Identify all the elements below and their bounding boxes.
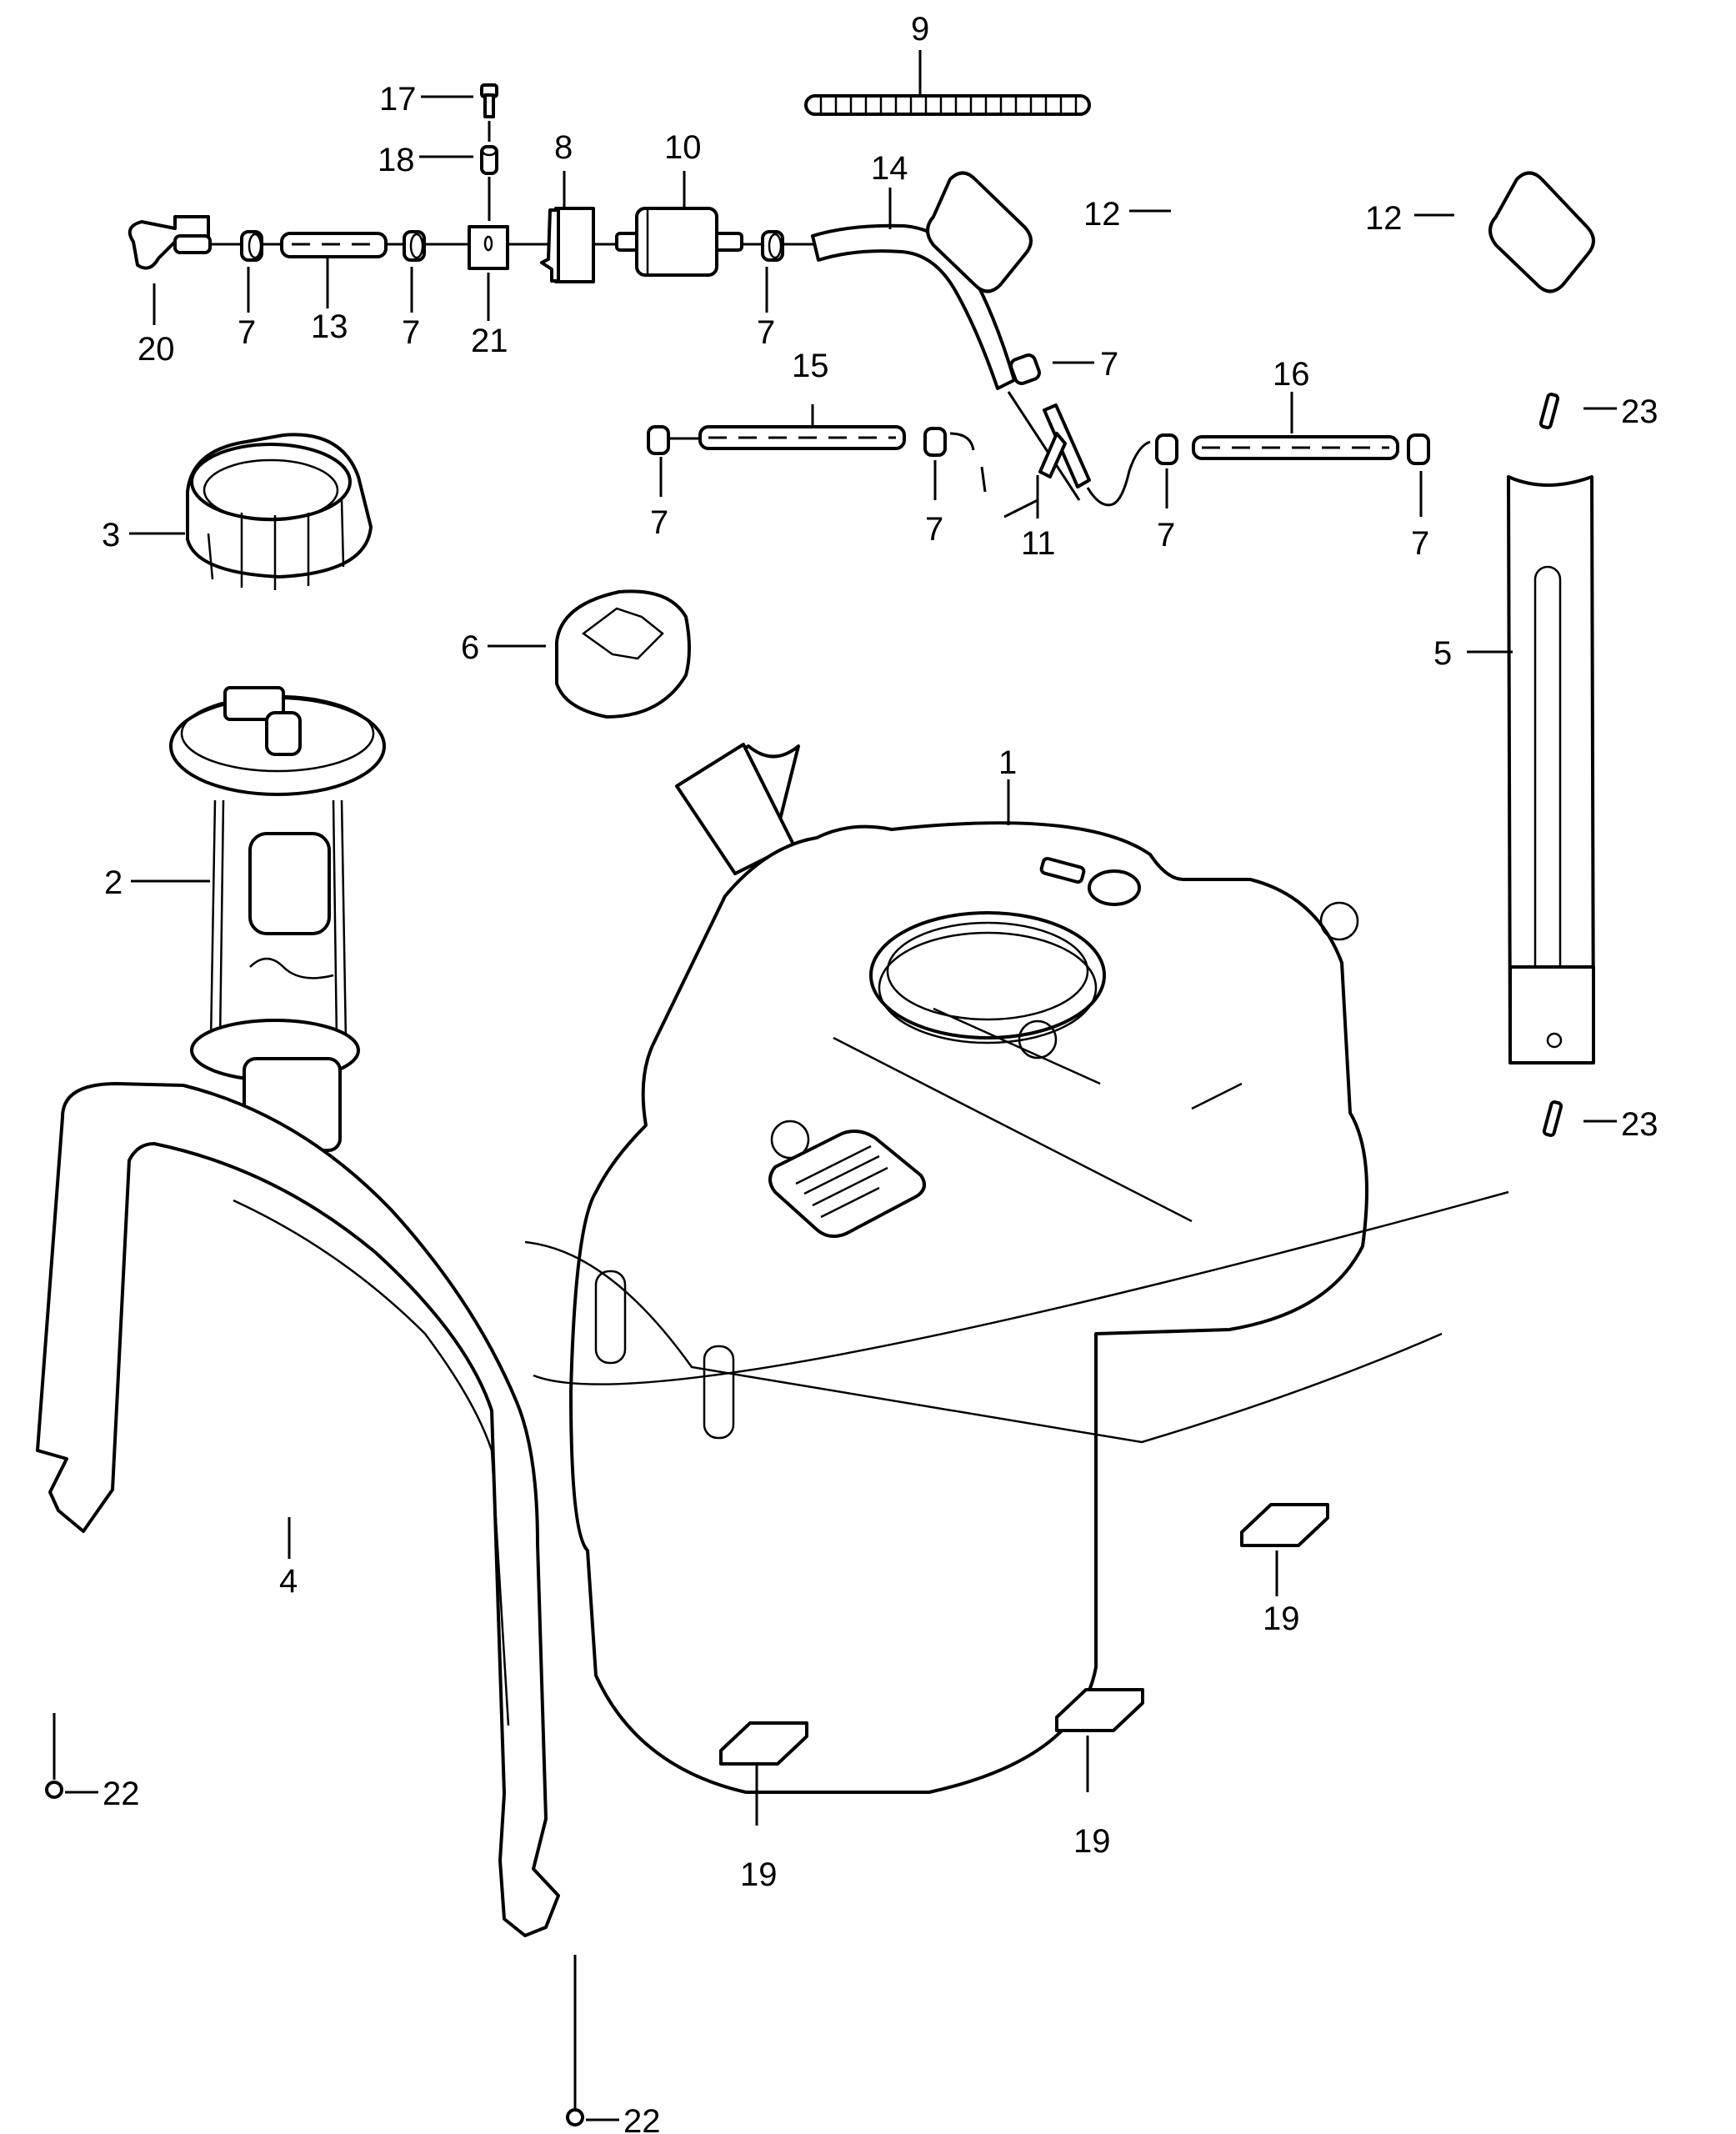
tank-label-plate <box>768 1129 926 1239</box>
callout-22b[interactable]: 22 <box>623 2103 661 2134</box>
callout-22a[interactable]: 22 <box>103 1776 140 1812</box>
hose-clamp-part[interactable] <box>761 230 784 262</box>
callout-10[interactable]: 10 <box>664 129 702 166</box>
nut-22-part[interactable] <box>566 2108 584 2126</box>
callout-4[interactable]: 4 <box>279 1563 298 1600</box>
hose-16-part[interactable] <box>1155 433 1430 465</box>
fuel-pump-module-2-part[interactable] <box>169 686 386 1152</box>
hose-15-part[interactable] <box>647 425 947 457</box>
callout-8[interactable]: 8 <box>554 129 573 166</box>
pad-12-part[interactable] <box>926 171 1033 293</box>
callout-17[interactable]: 17 <box>379 81 417 118</box>
nut-22-part[interactable] <box>45 1781 63 1799</box>
pad-12-part[interactable] <box>1488 171 1595 293</box>
hose-clamp-part[interactable] <box>403 230 426 262</box>
clip-21-part[interactable] <box>468 225 509 270</box>
callout-19c[interactable]: 19 <box>740 1856 778 1893</box>
callout-7f[interactable]: 7 <box>925 511 943 548</box>
callout-16[interactable]: 16 <box>1273 356 1310 393</box>
callout-1[interactable]: 1 <box>998 744 1017 781</box>
callout-2[interactable]: 2 <box>104 864 123 901</box>
fuel-tank-1-part[interactable] <box>524 743 1509 1794</box>
callout-14[interactable]: 14 <box>871 150 908 187</box>
callout-9[interactable]: 9 <box>911 11 929 48</box>
rubber-pad-19-part[interactable] <box>719 1721 808 1766</box>
fuel-hose-13-part[interactable] <box>280 232 388 258</box>
callout-7c[interactable]: 7 <box>757 314 775 351</box>
callout-12a[interactable]: 12 <box>1083 196 1121 233</box>
hose-clamp-part[interactable] <box>1407 433 1430 465</box>
bolt-17-part[interactable] <box>480 83 498 118</box>
tank-strap-bracket-5-part[interactable] <box>1507 475 1595 1064</box>
filter-bracket-8-part[interactable] <box>540 207 595 283</box>
hose-clamp-part[interactable] <box>923 427 947 457</box>
bolt-23-part[interactable] <box>1542 1100 1563 1137</box>
callout-labels: 17 18 8 10 9 14 12 12 20 7 13 7 21 7 7 1… <box>102 11 1658 2134</box>
callout-11[interactable]: 11 <box>1021 525 1056 562</box>
callout-7a[interactable]: 7 <box>238 314 256 351</box>
fuel-filter-10-part[interactable] <box>615 207 743 277</box>
callout-5[interactable]: 5 <box>1433 635 1452 672</box>
callout-6[interactable]: 6 <box>461 629 479 666</box>
corrugated-sleeve-9-part[interactable] <box>804 94 1091 116</box>
callout-23b[interactable]: 23 <box>1621 1106 1658 1143</box>
callout-12b[interactable]: 12 <box>1365 200 1403 237</box>
rubber-pad-19-part[interactable] <box>1240 1503 1329 1547</box>
spacer-18-part[interactable] <box>480 145 498 175</box>
y-connector-11-part[interactable] <box>1038 403 1091 488</box>
hose-clamp-part[interactable] <box>1009 353 1041 385</box>
callout-3[interactable]: 3 <box>102 517 120 554</box>
callout-13[interactable]: 13 <box>311 308 348 345</box>
callout-7d[interactable]: 7 <box>1100 346 1118 383</box>
callout-15[interactable]: 15 <box>792 348 829 384</box>
callout-19a[interactable]: 19 <box>1263 1600 1300 1637</box>
callout-19b[interactable]: 19 <box>1073 1823 1111 1860</box>
callout-20[interactable]: 20 <box>138 331 175 368</box>
hose-clamp-part[interactable] <box>240 230 263 262</box>
fuel-cap-6-part[interactable] <box>555 589 691 719</box>
fuel-line-assembly <box>128 83 929 283</box>
hose-clamp-part[interactable] <box>647 425 670 455</box>
callout-leaders <box>65 50 1617 2121</box>
rubber-pad-19-part[interactable] <box>1055 1688 1144 1732</box>
bolt-23-part[interactable] <box>1538 393 1560 429</box>
callout-7e[interactable]: 7 <box>650 504 668 541</box>
elbow-connector-part[interactable] <box>128 215 212 270</box>
callout-7g[interactable]: 7 <box>1157 517 1175 554</box>
callout-21[interactable]: 21 <box>471 323 508 359</box>
callout-18[interactable]: 18 <box>378 142 415 178</box>
callout-7b[interactable]: 7 <box>402 314 420 351</box>
callout-7h[interactable]: 7 <box>1411 525 1429 562</box>
hose-clamp-part[interactable] <box>1155 433 1178 465</box>
tank-strap-4-part[interactable] <box>36 1082 560 1937</box>
callout-23a[interactable]: 23 <box>1621 393 1658 430</box>
lock-ring-3-part[interactable] <box>186 433 373 590</box>
